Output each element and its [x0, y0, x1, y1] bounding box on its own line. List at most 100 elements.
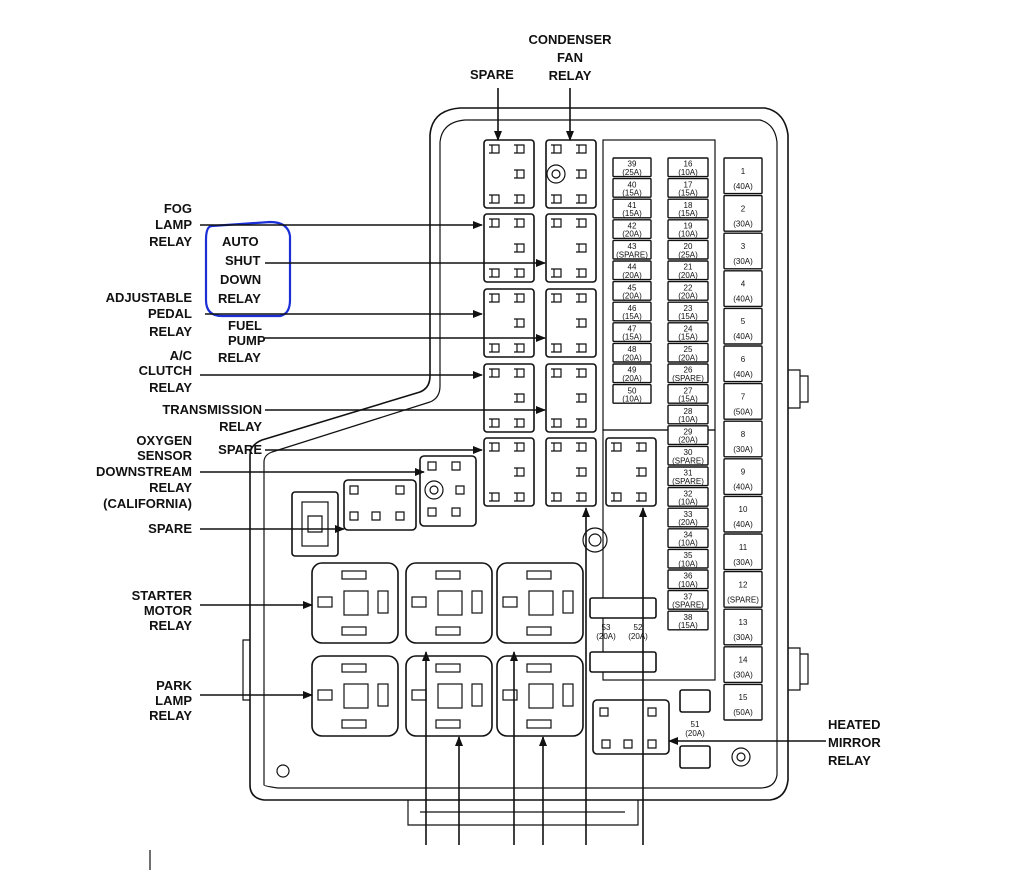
fuse-rating: (20A)	[678, 271, 698, 280]
label-fog-3: RELAY	[149, 234, 192, 249]
fuse-rating: (SPARE)	[727, 595, 759, 604]
mini-relay-grid	[483, 139, 657, 507]
label-heated-1: HEATED	[828, 717, 880, 732]
cube-relay	[496, 655, 584, 737]
fuse-number: 26	[684, 366, 693, 375]
fuse-rating: (SPARE)	[672, 456, 704, 465]
fuse-rating: (10A)	[622, 394, 642, 403]
fuse-rating: (25A)	[678, 250, 698, 259]
fuse-number: 9	[741, 468, 746, 477]
fuse-number: 15	[739, 693, 748, 702]
label-pedal-1: ADJUSTABLE	[106, 290, 193, 305]
fuse-rating: (SPARE)	[616, 250, 648, 259]
fuse-number: 27	[684, 386, 693, 395]
fuse-rating: (SPARE)	[672, 374, 704, 383]
fuse-53-rating: (20A)	[596, 632, 616, 641]
fuse-column-middle: 16(10A)17(15A)18(15A)19(10A)20(25A)21(20…	[667, 157, 709, 631]
label-fog-1: FOG	[164, 201, 192, 216]
cube-relay	[311, 655, 399, 737]
label-park-3: RELAY	[149, 708, 192, 723]
fuse-rating: (15A)	[678, 621, 698, 630]
fuse-52-num: 52	[634, 623, 643, 632]
fuse: 17(15A)	[667, 177, 709, 198]
fuse-number: 12	[739, 580, 748, 589]
label-ac-1: A/C	[170, 348, 193, 363]
fuse-rating: (25A)	[622, 168, 642, 177]
fuse-number: 21	[684, 263, 693, 272]
label-condenser-3: RELAY	[549, 68, 592, 83]
label-heated-2: MIRROR	[828, 735, 881, 750]
fuse: 40(15A)	[612, 177, 652, 198]
label-park-2: LAMP	[155, 693, 192, 708]
label-pedal-3: RELAY	[149, 324, 192, 339]
fuse-number: 40	[628, 180, 637, 189]
fuse: 43(SPARE)	[612, 239, 652, 260]
fuse: 20(25A)	[667, 239, 709, 260]
label-ac-2: CLUTCH	[139, 363, 192, 378]
oxygen-sensor-relay-block	[291, 455, 477, 557]
fuse-number: 48	[628, 345, 637, 354]
fuse: 2(30A)	[723, 194, 763, 232]
fuse: 49(20A)	[612, 363, 652, 384]
mini-relay	[545, 213, 597, 283]
fuse-rating: (40A)	[733, 370, 753, 379]
label-oxy-3: DOWNSTREAM	[96, 464, 192, 479]
label-starter-1: STARTER	[132, 588, 193, 603]
fuse-number: 46	[628, 304, 637, 313]
fuse-number: 30	[684, 448, 693, 457]
fuse: 16(10A)	[667, 157, 709, 178]
fuse-rating: (20A)	[622, 291, 642, 300]
label-asd-3: DOWN	[220, 272, 261, 287]
label-trans-1: TRANSMISSION	[162, 402, 262, 417]
label-trans-2: RELAY	[219, 419, 262, 434]
fuse: 8(30A)	[723, 420, 763, 458]
fuse: 22(20A)	[667, 280, 709, 301]
fuse-rating: (20A)	[678, 291, 698, 300]
fuse-number: 13	[739, 618, 748, 627]
fuse-rating: (30A)	[733, 558, 753, 567]
fuse: 10(40A)	[723, 495, 763, 533]
fuse-number: 42	[628, 221, 637, 230]
fuse-number: 44	[628, 263, 637, 272]
fuse-51-rating: (20A)	[685, 729, 705, 738]
fuse-rating: (SPARE)	[672, 600, 704, 609]
label-spare-top: SPARE	[470, 67, 514, 82]
label-starter-3: RELAY	[149, 618, 192, 633]
fuse-rating: (20A)	[622, 230, 642, 239]
fuse-rating: (50A)	[733, 708, 753, 717]
fuse-rating: (15A)	[678, 312, 698, 321]
fuse-rating: (30A)	[733, 219, 753, 228]
cube-relay	[496, 562, 584, 644]
fuse-53-52-block: 53 (20A) 52 (20A)	[589, 597, 657, 673]
fuse-rating: (10A)	[678, 580, 698, 589]
fuse: 12 (SPARE)	[723, 570, 763, 608]
fuse-rating: (30A)	[733, 671, 753, 680]
fuse-rating: (15A)	[622, 312, 642, 321]
fuse-number: 10	[739, 505, 748, 514]
label-oxy-1: OXYGEN	[136, 433, 192, 448]
fuse: 15 (50A)	[723, 683, 763, 721]
fuse: 7(50A)	[723, 382, 763, 420]
fuse: 24(15A)	[667, 322, 709, 343]
fuse-number: 24	[684, 324, 693, 333]
fuse-number: 7	[741, 392, 746, 401]
label-asd-1: AUTO	[222, 234, 259, 249]
fuse-rating: (20A)	[622, 271, 642, 280]
mini-relay	[483, 213, 535, 283]
label-fuel-3: RELAY	[218, 350, 261, 365]
fuse-rating: (15A)	[622, 209, 642, 218]
fuse: 11(30A)	[723, 533, 763, 571]
fuse-rating: (20A)	[678, 518, 698, 527]
fuse-number: 18	[684, 201, 693, 210]
fuse: 32(10A)	[667, 486, 709, 507]
cube-relay-block	[311, 562, 584, 737]
fuse: 21(20A)	[667, 260, 709, 281]
label-condenser-2: FAN	[557, 50, 583, 65]
fuse-number: 23	[684, 304, 693, 313]
fuse-number: 49	[628, 366, 637, 375]
fuse-number: 25	[684, 345, 693, 354]
fuse-rating: (10A)	[678, 539, 698, 548]
fuse-number: 32	[684, 489, 693, 498]
mini-relay	[545, 288, 597, 358]
fuse: 44(20A)	[612, 260, 652, 281]
